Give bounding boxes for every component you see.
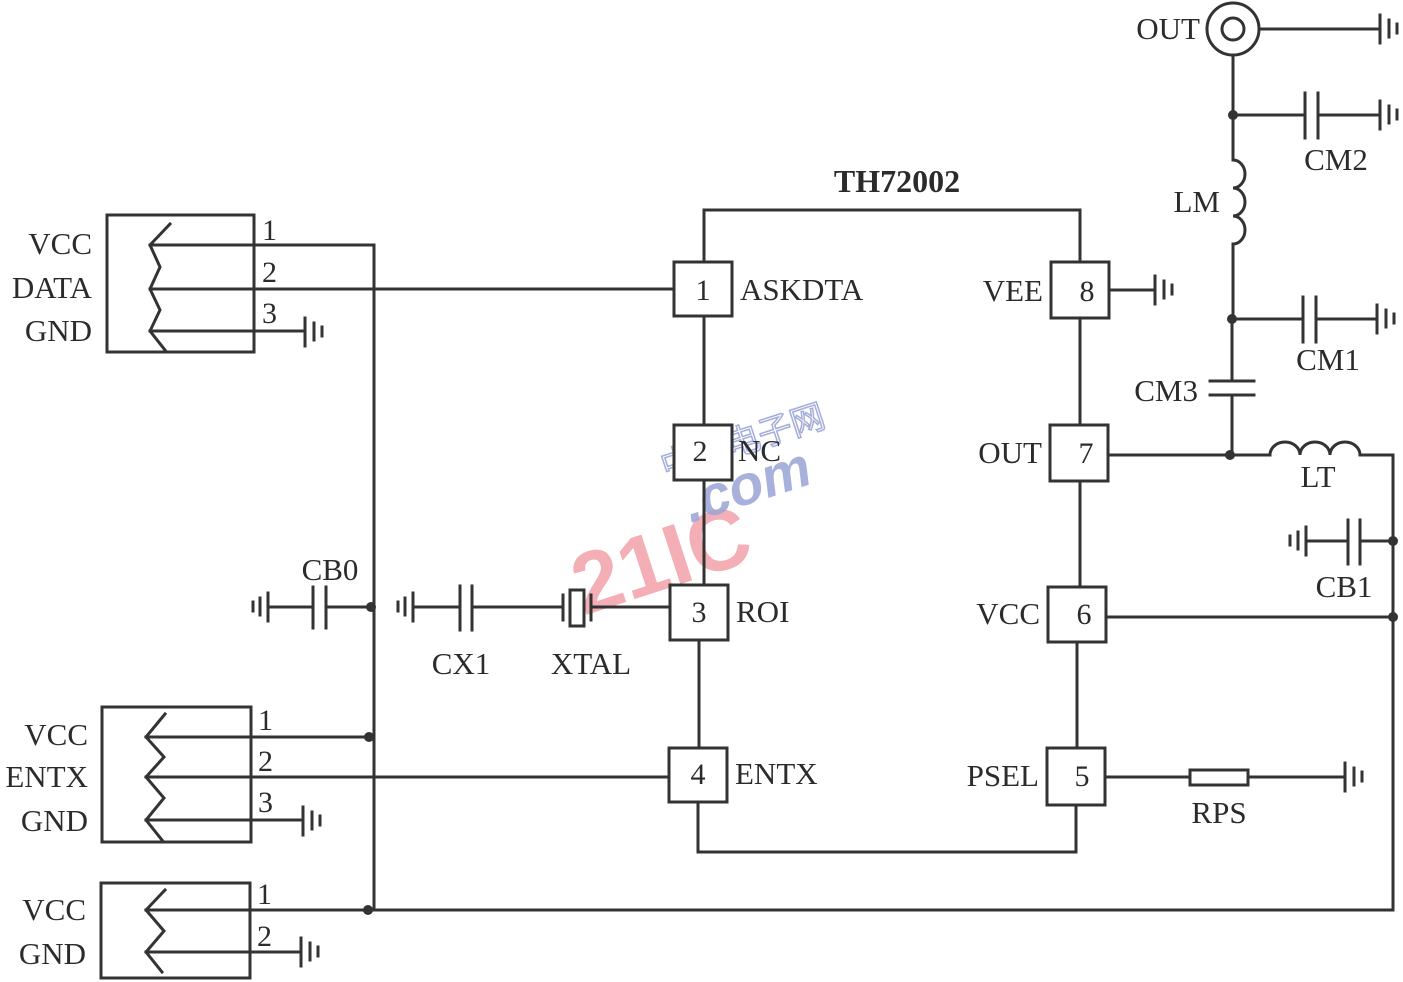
chip-pin-2: 2 NC xyxy=(672,423,781,482)
component-label: CM1 xyxy=(1296,342,1360,377)
chip-pin-6: 6 VCC xyxy=(976,585,1108,644)
output-coax-connector[interactable]: OUT xyxy=(1136,1,1261,57)
connector-pin-number: 1 xyxy=(258,704,273,737)
pin-name: NC xyxy=(738,433,781,468)
pin-number: 8 xyxy=(1080,275,1095,308)
capacitor-cm3: CM3 xyxy=(1134,317,1256,457)
connector-pin-number: 1 xyxy=(257,878,272,911)
pin-number: 5 xyxy=(1075,760,1090,793)
chip-pin-7: 7 OUT xyxy=(978,423,1110,483)
pin-number: 4 xyxy=(691,758,706,791)
ground-icon xyxy=(1257,13,1399,45)
pin-name: ENTX xyxy=(735,756,818,791)
pin-name: VCC xyxy=(976,596,1040,631)
chip-pin-4: 4 ENTX xyxy=(667,746,818,804)
pin-name: ASKDTA xyxy=(740,272,864,307)
component-label: CB0 xyxy=(302,552,359,587)
component-label: XTAL xyxy=(551,646,631,681)
pin-number: 6 xyxy=(1077,598,1092,631)
connector-label: VCC xyxy=(28,226,92,261)
component-label: CM2 xyxy=(1304,142,1368,177)
connector-label: GND xyxy=(21,803,88,838)
connector-j3: VCC GND 1 2 xyxy=(19,878,1392,980)
connector-pin-number: 3 xyxy=(258,786,273,819)
pin-number: 3 xyxy=(692,596,707,629)
pin-name: ROI xyxy=(736,594,789,629)
pin-name: PSEL xyxy=(967,758,1039,793)
connector-label: DATA xyxy=(12,270,93,305)
pin-number: 1 xyxy=(696,274,711,307)
resistor-rps: RPS xyxy=(1103,761,1364,830)
junction xyxy=(363,905,373,915)
connector-label: GND xyxy=(25,313,92,348)
junction xyxy=(1225,450,1235,460)
connector-pin-number: 1 xyxy=(262,214,277,247)
component-label: LM xyxy=(1174,184,1221,219)
inductor-lt: LT xyxy=(1268,440,1395,912)
connector-pin-number: 2 xyxy=(258,745,273,778)
chip-pin-8: 8 VEE xyxy=(983,260,1111,320)
pin-number: 2 xyxy=(693,435,708,468)
connector-pin-number: 2 xyxy=(257,920,272,953)
chip-outline xyxy=(696,208,1082,854)
connector-contacts xyxy=(143,887,168,975)
connector-pin-number: 2 xyxy=(262,256,277,289)
ground-icon xyxy=(1107,274,1174,306)
component-label: OUT xyxy=(1136,11,1200,46)
inductor-lm: LM xyxy=(1174,158,1247,322)
component-label: CX1 xyxy=(432,646,491,681)
connector-label: ENTX xyxy=(5,759,88,794)
connector-j1: VCC DATA GND 1 2 3 xyxy=(12,213,676,354)
pin-name: VEE xyxy=(983,273,1043,308)
capacitor-cb1: CB1 xyxy=(1288,518,1395,604)
ground-icon xyxy=(303,316,324,348)
chip-pin-1: 1 ASKDTA xyxy=(672,260,864,318)
chip-pin-5: 5 PSEL xyxy=(967,746,1107,807)
chip-title: TH72002 xyxy=(834,163,960,199)
junction xyxy=(364,732,374,742)
connector-label: GND xyxy=(19,936,86,971)
pin-name: OUT xyxy=(978,435,1042,470)
chip-pin-3: 3 ROI xyxy=(668,583,789,642)
capacitor-cx1: CX1 xyxy=(396,584,565,681)
crystal-xtal: XTAL xyxy=(551,588,672,681)
connector-label: VCC xyxy=(22,892,86,927)
connector-j2: VCC ENTX GND 1 2 3 xyxy=(5,704,671,844)
component-label: CB1 xyxy=(1316,569,1373,604)
ground-icon xyxy=(299,936,320,968)
component-label: RPS xyxy=(1191,795,1246,830)
ground-icon xyxy=(301,805,322,837)
capacitor-cb0: CB0 xyxy=(251,552,373,630)
pin-number: 7 xyxy=(1079,437,1094,470)
capacitor-cm1: CM1 xyxy=(1230,295,1396,377)
connector-pin-number: 3 xyxy=(262,297,277,330)
connector-label: VCC xyxy=(24,717,88,752)
component-label: LT xyxy=(1300,459,1335,494)
capacitor-cm2: CM2 xyxy=(1231,91,1399,177)
component-label: CM3 xyxy=(1134,373,1198,408)
